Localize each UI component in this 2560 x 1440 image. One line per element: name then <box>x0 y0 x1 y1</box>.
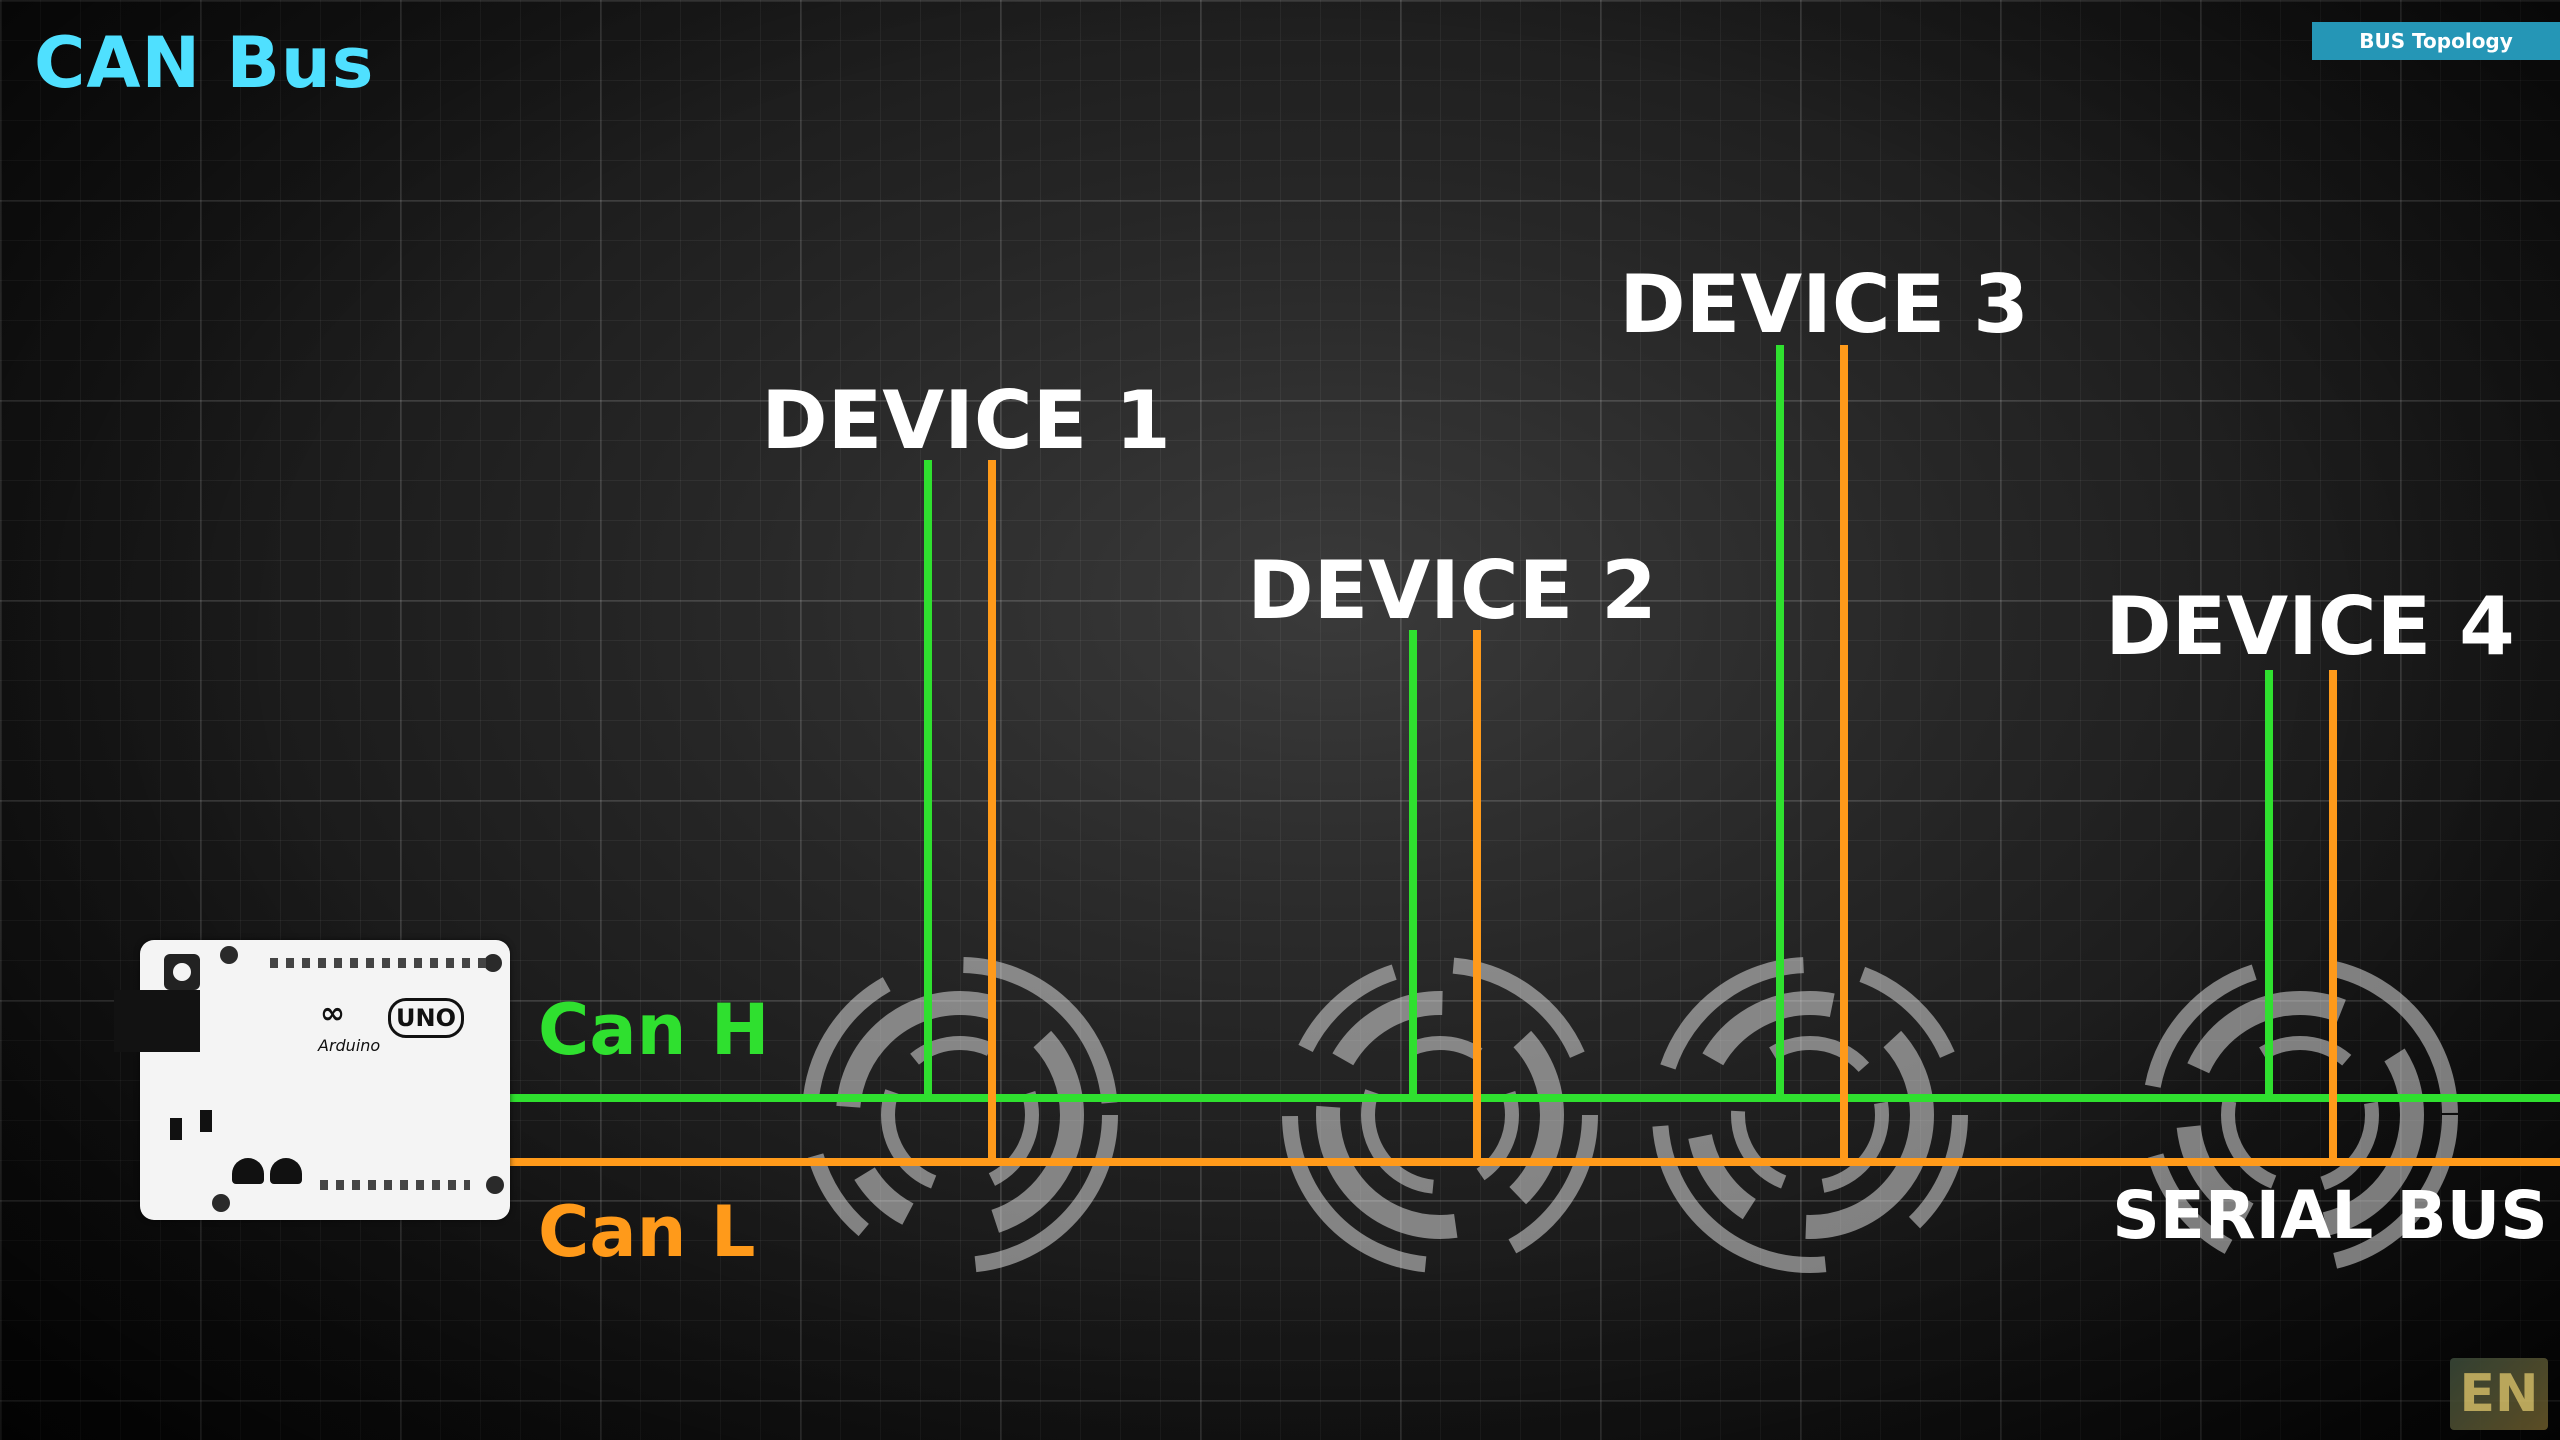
reset-button-icon <box>164 954 200 990</box>
component-icon <box>200 1110 212 1132</box>
mounting-hole-icon <box>220 946 238 964</box>
usb-port-icon <box>114 990 200 1052</box>
device-3-label: DEVICE 3 <box>1619 258 2029 351</box>
capacitor-icon <box>232 1158 264 1184</box>
ring-decoration-4 <box>2142 957 2458 1273</box>
ring-decoration-3 <box>1652 957 1968 1273</box>
power-header-icon <box>320 1180 470 1190</box>
digital-header-icon <box>270 958 490 968</box>
arduino-brand: Arduino <box>318 1036 381 1055</box>
ring-decoration-2 <box>1282 957 1598 1273</box>
topic-tab[interactable]: BUS Topology <box>2312 22 2560 60</box>
device-1-label: DEVICE 1 <box>761 374 1171 467</box>
ring-decoration-1 <box>802 957 1118 1273</box>
uno-badge: UNO <box>388 998 464 1038</box>
capacitor-icon <box>270 1158 302 1184</box>
can-h-label: Can H <box>538 989 769 1071</box>
mounting-hole-icon <box>212 1194 230 1212</box>
page-title: CAN Bus <box>34 22 375 104</box>
device-2-label: DEVICE 2 <box>1247 544 1657 637</box>
channel-logo-icon: EN <box>2450 1358 2548 1430</box>
component-icon <box>170 1118 182 1140</box>
arduino-logo: ∞ <box>320 996 345 1031</box>
device-4-label: DEVICE 4 <box>2105 580 2515 673</box>
serial-bus-label: SERIAL BUS <box>2112 1177 2548 1254</box>
can-l-label: Can L <box>538 1191 755 1273</box>
arduino-uno-board: ∞ UNO Arduino <box>114 940 510 1220</box>
mounting-hole-icon <box>486 1176 504 1194</box>
